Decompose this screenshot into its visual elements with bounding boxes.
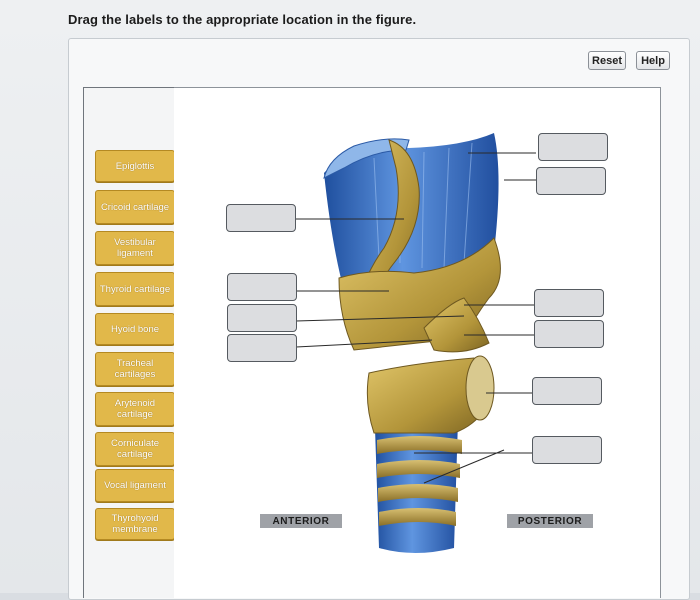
drag-label-epiglottis[interactable]: Epiglottis [95,150,175,182]
drag-label-tracheal-cartilages[interactable]: Tracheal cartilages [95,352,175,386]
leader-lines [295,152,536,484]
tracheal-ring-shape [379,508,456,526]
drag-label-corniculate-cartilage[interactable]: Corniculate cartilage [95,432,175,466]
drag-label-vestibular-ligament[interactable]: Vestibular ligament [95,231,175,265]
drop-target-1[interactable] [538,133,608,161]
instruction-text: Drag the labels to the appropriate locat… [68,12,417,27]
drag-label-thyroid-cartilage[interactable]: Thyroid cartilage [95,272,175,306]
tracheal-ring-shape [378,484,458,502]
drop-target-10[interactable] [532,436,602,464]
drag-label-vocal-ligament[interactable]: Vocal ligament [95,469,175,502]
anterior-label: ANTERIOR [260,514,342,528]
drop-target-9[interactable] [532,377,602,405]
drag-label-arytenoid-cartilage[interactable]: Arytenoid cartilage [95,392,175,426]
drag-label-cricoid-cartilage[interactable]: Cricoid cartilage [95,190,175,224]
drop-target-7[interactable] [534,289,604,317]
larynx-illustration [295,133,536,553]
cricoid-facet-shape [465,355,495,421]
drop-target-4[interactable] [227,273,297,301]
help-button[interactable]: Help [636,51,670,70]
tracheal-ring-shape [377,436,462,454]
reset-button[interactable]: Reset [588,51,626,70]
drop-target-3[interactable] [226,204,296,232]
arytenoid-cartilage-shape [423,297,490,353]
drag-label-thyrohyoid-membrane[interactable]: Thyrohyoid membrane [95,508,175,540]
drag-label-hyoid-bone[interactable]: Hyoid bone [95,313,175,345]
drop-target-2[interactable] [536,167,606,195]
drop-target-5[interactable] [227,304,297,332]
tracheal-ring-shape [377,460,460,478]
drop-target-6[interactable] [227,334,297,362]
hyoid-bone-shape [323,138,410,179]
drop-target-8[interactable] [534,320,604,348]
posterior-label: POSTERIOR [507,514,593,528]
